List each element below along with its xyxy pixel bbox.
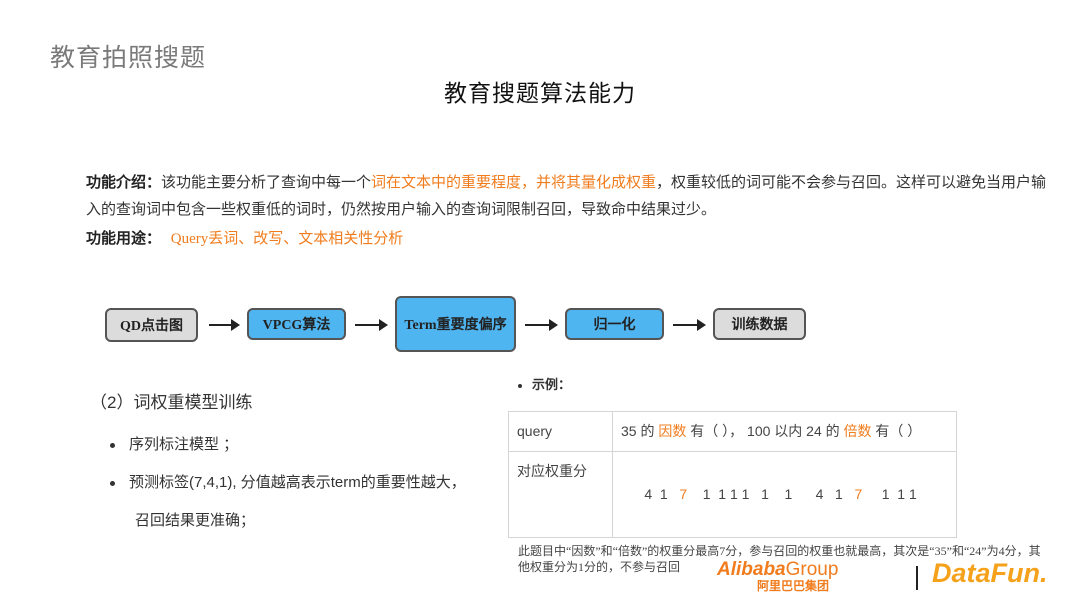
table-row: 对应权重分 4 1 7 1 1 1 1 1 1 4 1 7 1 1 1: [508, 451, 957, 538]
intro-text-a: 该功能主要分析了查询中每一个: [161, 175, 372, 191]
example-label-line: 示例：: [518, 374, 571, 393]
flow-arrow-3: [525, 319, 558, 331]
logo-divider: [916, 566, 918, 590]
flow-arrow-2: [355, 319, 388, 331]
usage-text: Query丢词、改写、文本相关性分析: [170, 231, 404, 247]
intro-paragraph: 功能介绍：该功能主要分析了查询中每一个词在文本中的重要程度，并将其量化成权重，权…: [86, 170, 1061, 224]
training-bullet-2-cont: 召回结果更准确；: [135, 512, 256, 529]
bullet-dot: [518, 383, 522, 388]
table-cell-key: 对应权重分: [508, 451, 613, 538]
flow-step-training-data: 训练数据: [713, 308, 806, 340]
alibaba-logo: AlibabaGroup: [717, 559, 839, 580]
bullet-dot: [110, 480, 115, 486]
flow-step-vpcg: VPCG算法: [247, 308, 346, 340]
intro-label: 功能介绍：: [86, 175, 162, 191]
flow-arrow-4: [673, 319, 706, 331]
bullet-dot: [110, 442, 115, 448]
flow-step-term-importance: Term重要度偏序: [395, 296, 516, 352]
table-cell-key: query: [508, 411, 613, 452]
flow-step-qd-click-graph: QD点击图: [105, 308, 198, 342]
usage-label: 功能用途：: [86, 231, 162, 247]
intro-highlight: 词在文本中的重要程度，并将其量化成权重: [371, 175, 657, 191]
section-title: 教育拍照搜题: [50, 44, 207, 72]
table-cell-value: 4 1 7 1 1 1 1 1 1 4 1 7 1 1 1: [612, 451, 957, 538]
flow-step-normalize: 归一化: [565, 308, 664, 340]
intro-text-b: ，权重较低的词可能不会参与召回。这样可以避免当用户输入的查询词中包含一些权重低的…: [86, 175, 1047, 218]
table-row: query 35 的 因数 有（ ）， 100 以内 24 的 倍数 有（ ）: [508, 411, 957, 452]
example-table: query 35 的 因数 有（ ）， 100 以内 24 的 倍数 有（ ） …: [508, 411, 957, 538]
training-title: （2）词权重模型训练: [90, 393, 253, 412]
datafun-logo: DataFun.: [932, 558, 1048, 588]
alibaba-logo-cn: 阿里巴巴集团: [757, 579, 830, 593]
flow-arrow-1: [209, 319, 240, 331]
training-bullet-1: 序列标注模型 ；: [110, 433, 238, 454]
usage-line: 功能用途： Query丢词、改写、文本相关性分析: [86, 226, 1061, 253]
example-note: 此题目中“因数”和“倍数”的权重分最高7分，参与召回的权重也就最高，其次是“35…: [518, 544, 1041, 574]
page-title: 教育搜题算法能力: [444, 80, 636, 106]
training-bullet-2: 预测标签(7,4,1), 分值越高表示term的重要性越大，: [110, 471, 466, 492]
table-cell-value: 35 的 因数 有（ ）， 100 以内 24 的 倍数 有（ ）: [612, 411, 957, 452]
